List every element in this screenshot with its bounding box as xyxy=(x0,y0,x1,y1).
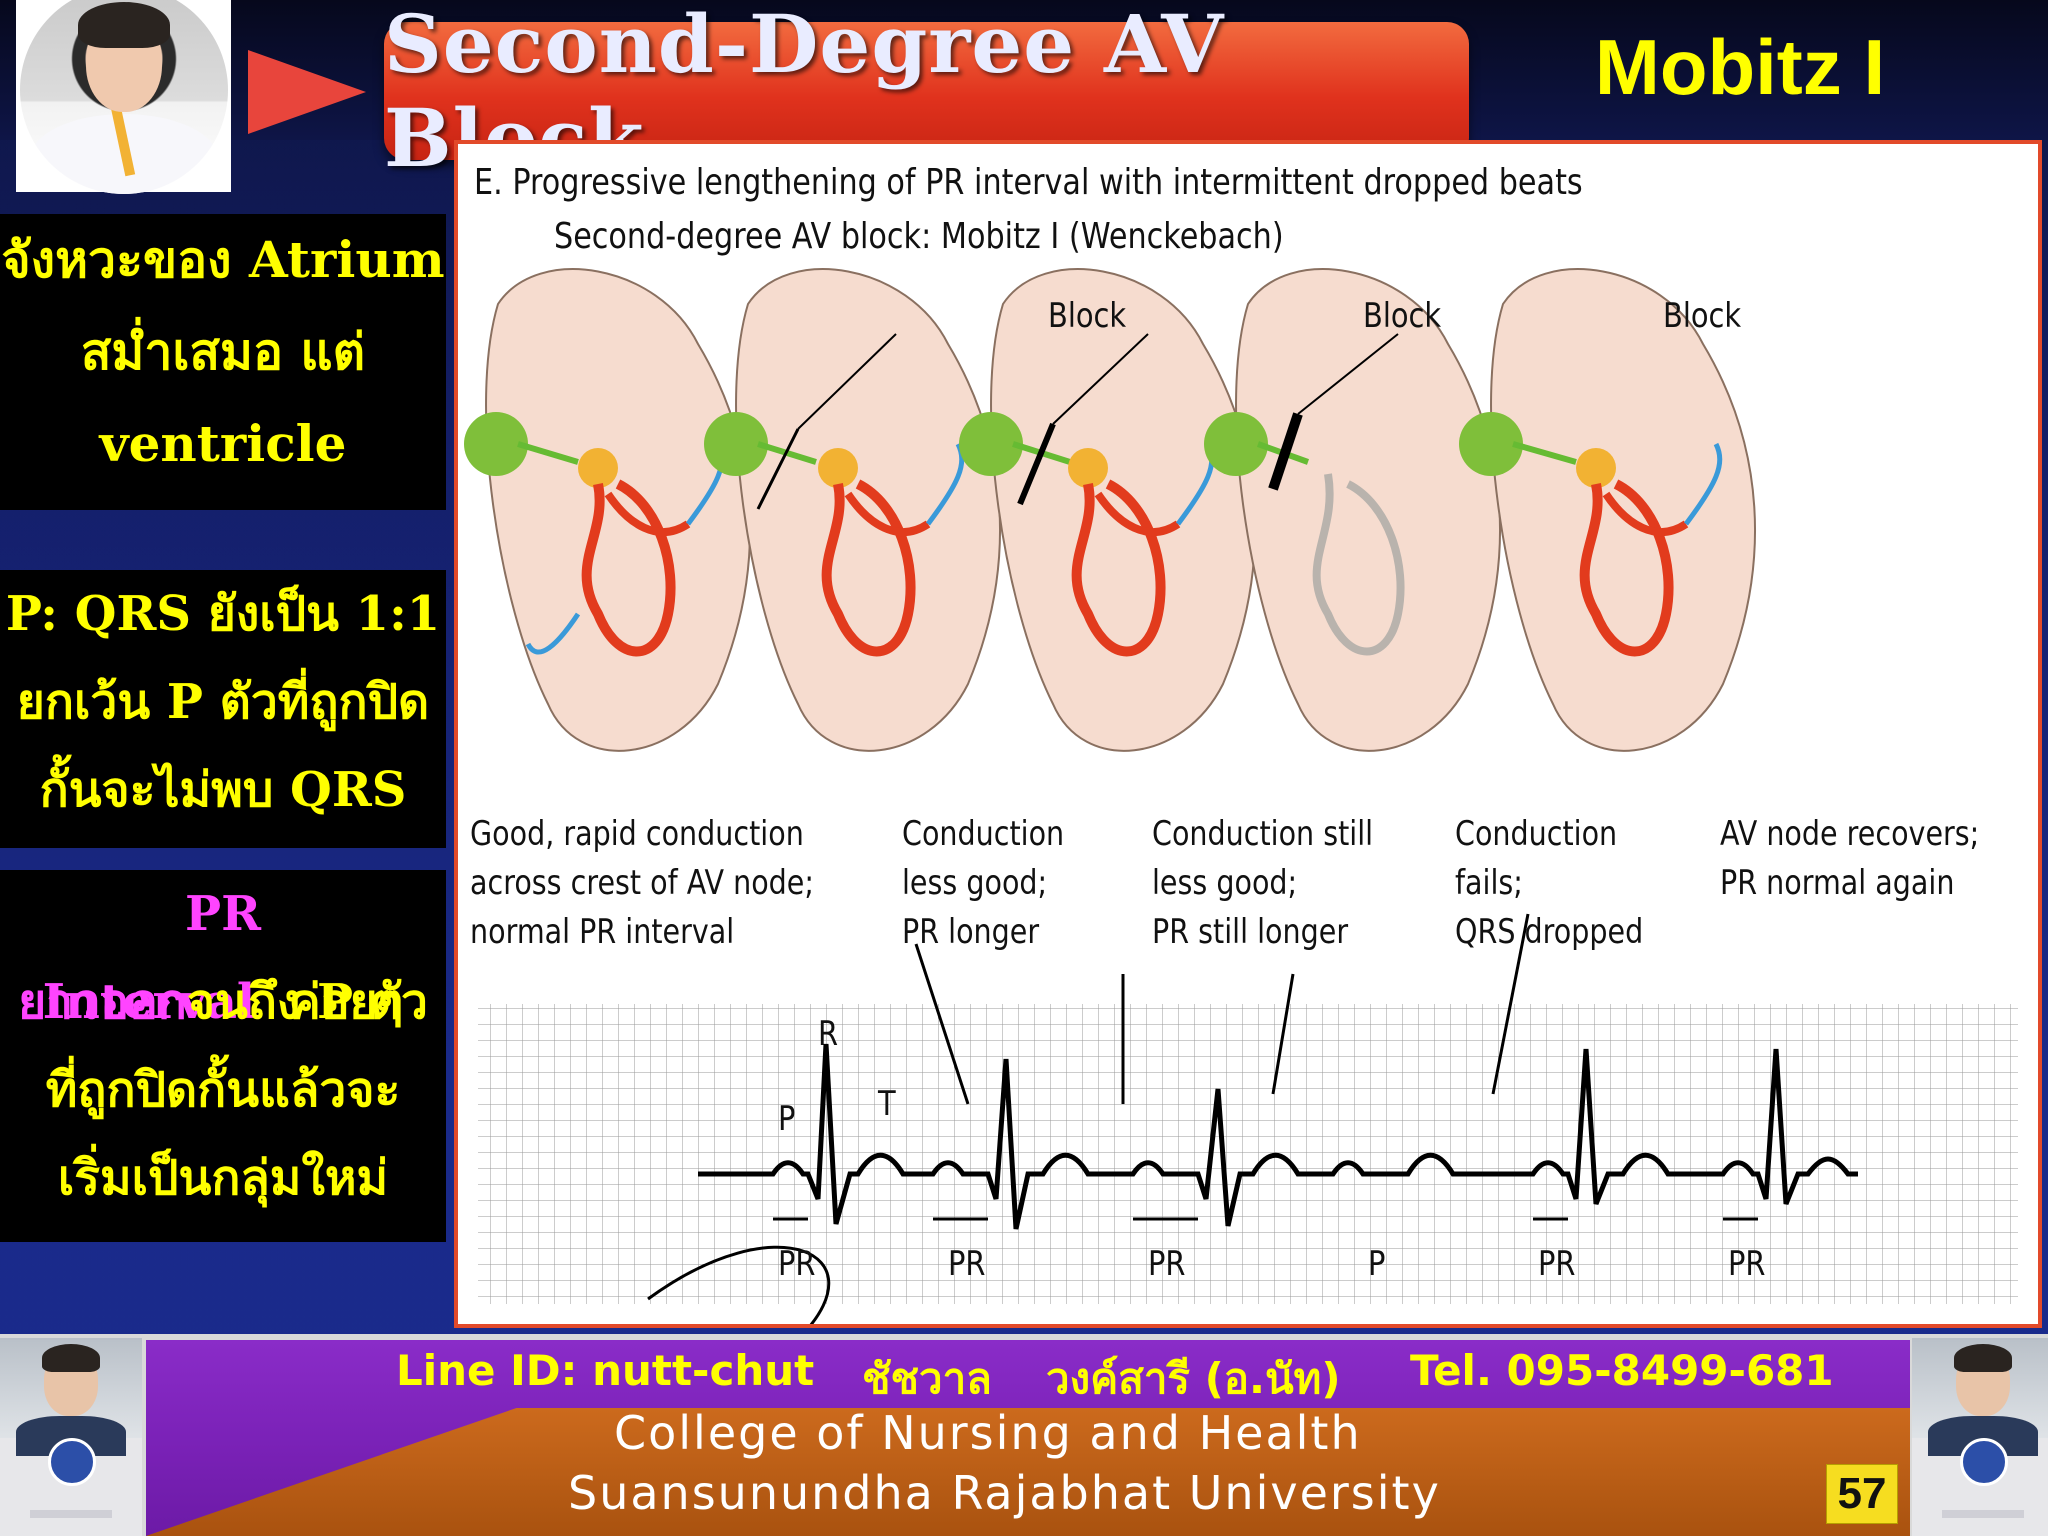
heart-1 xyxy=(464,268,751,752)
figure-illustration xyxy=(464,268,2018,1324)
caption-line: PR longer xyxy=(902,912,1040,952)
note-line: PR Interval ค่อยๆ xyxy=(0,870,446,1030)
caption-line: Conduction xyxy=(1455,814,1618,854)
ecg-interval-label: PR xyxy=(1728,1244,1766,1284)
caption-av-recovers: AV node recovers; PR normal again xyxy=(1720,810,1979,908)
title-banner: Second-Degree AV Block xyxy=(384,0,1469,185)
ecg-label-r: R xyxy=(818,1014,839,1054)
caption-arrow xyxy=(1491,913,1530,1095)
block-label: Block xyxy=(1048,296,1127,336)
caption-still-less-good: Conduction still less good; PR still lon… xyxy=(1152,810,1373,957)
note-line: จังหวะของ Atrium xyxy=(1,230,445,289)
figure-subheading: Second-degree AV block: Mobitz I (Wencke… xyxy=(554,216,1284,257)
footer-name-first: ชัชวาล xyxy=(862,1354,992,1403)
note-text: ค่อยๆ xyxy=(288,974,404,1030)
heart-3 xyxy=(959,268,1256,752)
caption-line: fails; xyxy=(1455,863,1523,903)
mobitz-tag: Mobitz I xyxy=(1594,23,1886,111)
ecg-interval-label: PR xyxy=(778,1244,816,1284)
caption-line: AV node recovers; xyxy=(1720,814,1980,854)
ecg-interval-label: PR xyxy=(1538,1244,1576,1284)
footer-university: Suansunundha Rajabhat University xyxy=(568,1466,1441,1520)
caption-line: normal PR interval xyxy=(470,912,735,952)
ecg-label-p: P xyxy=(778,1099,796,1139)
note-highlight: ยาวออก xyxy=(18,974,187,1030)
note-line: ยาวออกจนถึง P ตัว xyxy=(0,958,446,1046)
profile-badge-icon xyxy=(48,1438,96,1486)
ecg-label-t: T xyxy=(878,1084,896,1124)
note-line: P: QRS ยังเป็น 1:1 xyxy=(5,586,441,642)
caption-good-conduction: Good, rapid conduction across crest of A… xyxy=(470,810,814,957)
caption-line: QRS dropped xyxy=(1455,912,1644,952)
block-label: Block xyxy=(1363,296,1442,336)
caption-arrow xyxy=(647,1245,831,1324)
ecg-interval-label: P xyxy=(1368,1244,1386,1284)
heart-5 xyxy=(1459,268,1756,752)
caption-less-good: Conduction less good; PR longer xyxy=(902,810,1064,957)
note-line: สม่ำเสมอ แต่ xyxy=(80,322,366,381)
caption-line: Conduction xyxy=(902,814,1065,854)
note-line: เริ่มเป็นกลุ่มใหม่ xyxy=(57,1150,389,1206)
presenter-thumbnail-right xyxy=(1912,1338,2048,1536)
note-line: ยกเว้น P ตัวที่ถูกปิด xyxy=(16,674,430,730)
note-text: จนถึง P ตัว xyxy=(186,974,428,1030)
presenter-avatar xyxy=(20,0,228,194)
footer-tel: Tel. 095-8499-681 xyxy=(1410,1346,1834,1395)
footer-line-id: Line ID: nutt-chut xyxy=(396,1346,815,1395)
presenter-thumbnail-left xyxy=(0,1338,142,1536)
note-line: ventricle xyxy=(99,414,347,473)
caption-line: across crest of AV node; xyxy=(470,863,815,903)
ecg-interval-label: PR xyxy=(1148,1244,1186,1284)
note-box-rhythm: จังหวะของ Atrium สม่ำเสมอ แต่ ventricle xyxy=(0,214,446,510)
caption-line: PR normal again xyxy=(1720,863,1955,903)
footer-name-last: วงค์สารี (อ.นัท) xyxy=(1046,1354,1341,1403)
note-highlight: PR Interval xyxy=(42,886,261,1030)
note-line: กั้นจะไม่พบ QRS xyxy=(39,762,407,818)
caption-line: less good; xyxy=(1152,863,1298,903)
page-number: 57 xyxy=(1826,1464,1898,1524)
caption-line: PR still longer xyxy=(1152,912,1349,952)
ecg-interval-label: PR xyxy=(948,1244,986,1284)
ecg-grid xyxy=(478,1004,2018,1304)
profile-badge-icon xyxy=(1960,1438,2008,1486)
slide-title: Second-Degree AV Block xyxy=(384,0,1225,185)
note-box-ratio: P: QRS ยังเป็น 1:1 ยกเว้น P ตัวที่ถูกปิด… xyxy=(0,570,446,848)
caption-arrow xyxy=(914,943,970,1105)
pointer-arrow-icon xyxy=(248,50,366,134)
heart-4 xyxy=(1204,268,1501,752)
caption-line: less good; xyxy=(902,863,1048,903)
caption-line: Good, rapid conduction xyxy=(470,814,804,854)
presenter-video-frame xyxy=(16,0,231,194)
wenckebach-figure: E. Progressive lengthening of PR interva… xyxy=(454,140,2042,1328)
caption-conduction-fails: Conduction fails; QRS dropped xyxy=(1455,810,1643,957)
caption-line: Conduction still xyxy=(1152,814,1374,854)
note-box-pr-interval: PR Interval ค่อยๆ ยาวออกจนถึง P ตัว ที่ถ… xyxy=(0,870,446,1242)
figure-heading: E. Progressive lengthening of PR interva… xyxy=(474,162,1583,203)
caption-arrow xyxy=(1271,973,1295,1095)
block-label: Block xyxy=(1663,296,1742,336)
note-line: ที่ถูกปิดกั้นแล้วจะ xyxy=(45,1062,401,1118)
ecg-trace xyxy=(698,1043,1858,1230)
heart-2 xyxy=(704,268,1001,752)
footer-college: College of Nursing and Health xyxy=(614,1406,1362,1460)
